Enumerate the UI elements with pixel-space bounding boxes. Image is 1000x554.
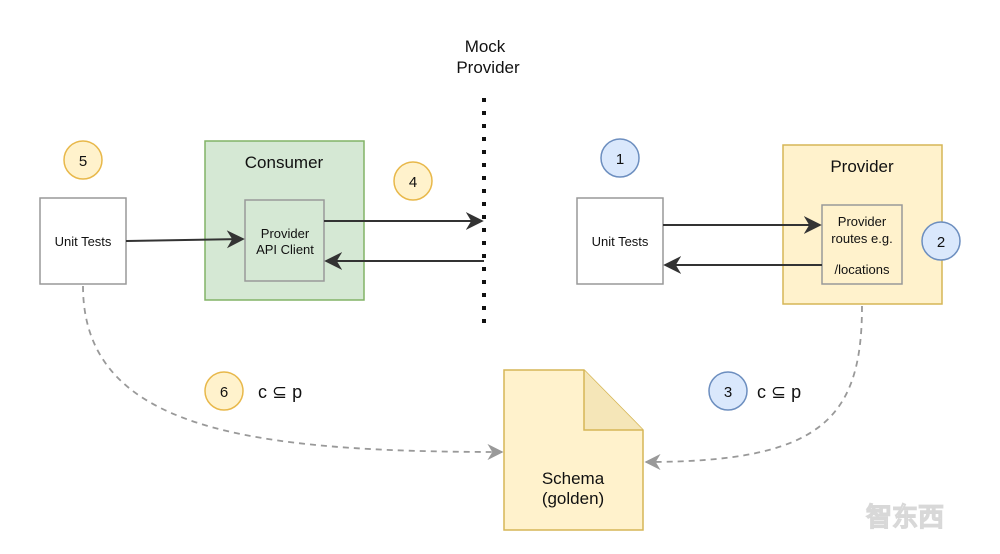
provider-api-client-box	[244, 199, 325, 282]
consumer-title: Consumer	[245, 153, 324, 172]
provider-routes-box	[821, 204, 903, 285]
unit-tests-left-box	[39, 197, 127, 285]
step-badge-4	[393, 161, 433, 201]
provider-api-client-line1: Provider	[261, 226, 310, 241]
schema-document-fold	[583, 370, 643, 431]
step-badge-3	[708, 371, 748, 411]
watermark-logo: 智东西	[866, 502, 944, 533]
step-number-1: 1	[616, 151, 624, 168]
step-number-2: 2	[937, 234, 945, 251]
arrow-unit-tests-to-client	[125, 230, 245, 249]
provider-api-client-line2: API Client	[256, 242, 314, 257]
provider-title: Provider	[830, 157, 894, 176]
step-badge-5	[63, 140, 103, 180]
mock-provider-label-line2: Provider	[456, 58, 520, 77]
step-badge-1	[600, 138, 640, 178]
mock-provider-label-line1: Mock	[465, 37, 506, 56]
step-number-5: 5	[79, 153, 87, 170]
dashed-arrow-provider-to-schema	[644, 305, 863, 471]
schema-label-line2: (golden)	[542, 489, 604, 508]
unit-tests-right-label: Unit Tests	[592, 234, 649, 249]
provider-routes-line1: Provider	[838, 214, 887, 229]
formula-consumer: c ⊆ p	[258, 382, 302, 402]
step-badge-2	[921, 221, 961, 261]
step-number-3: 3	[724, 384, 732, 401]
dashed-arrow-consumer-to-schema	[82, 285, 504, 461]
provider-routes-line3: /locations	[835, 262, 890, 277]
formula-provider: c ⊆ p	[757, 382, 801, 402]
step-number-4: 4	[409, 174, 417, 191]
schema-label-line1: Schema	[542, 469, 605, 488]
provider-routes-line2: routes e.g.	[831, 231, 892, 246]
step-badge-6	[204, 371, 244, 411]
step-number-6: 6	[220, 384, 228, 401]
unit-tests-right-box	[576, 197, 664, 285]
unit-tests-left-label: Unit Tests	[55, 234, 112, 249]
